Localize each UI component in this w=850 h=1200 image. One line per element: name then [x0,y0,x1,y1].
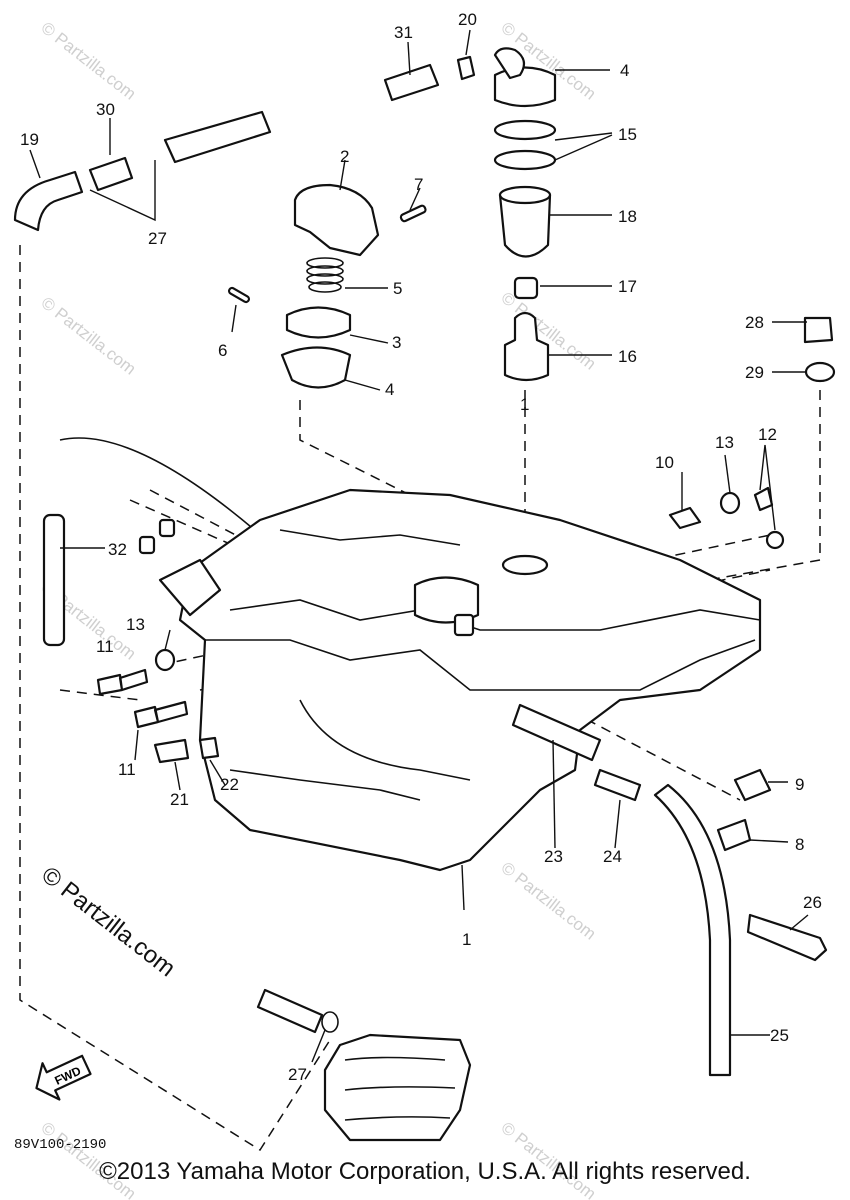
diagram-code: 89V100-2190 [14,1137,106,1153]
clip [456,55,476,81]
watermark-main: © Partzilla.com [36,861,180,982]
hose-piece [153,738,190,764]
callout-32: 32 [108,540,127,559]
callout-27: 27 [148,229,167,248]
callout-8: 8 [795,835,804,854]
callout-19: 19 [20,130,39,149]
callout-24: 24 [603,847,622,866]
gauge-elbow [493,47,526,80]
fuel-cock [716,818,752,852]
callout-17: 17 [618,277,637,296]
callout-20: 20 [458,10,477,29]
watermark: © Partzilla.com [38,293,140,379]
callout-11: 11 [118,760,136,779]
callout-18: 18 [618,207,637,226]
band [746,913,828,962]
gasket [493,149,557,171]
callout-30: 30 [96,100,115,119]
callout-1: 1 [462,930,471,949]
hose-short [383,63,440,102]
hose-long [653,783,732,1077]
watermark: © Partzilla.com [498,858,600,944]
callout-1: 1 [520,395,529,414]
grommet [138,535,156,555]
callout-12: 12 [758,425,777,444]
hose-middle [511,703,602,762]
callout-4: 4 [620,61,629,80]
callout-11: 11 [96,637,114,656]
callout-27: 27 [288,1065,307,1084]
filter-tube [42,513,66,647]
cap-spring [306,257,344,293]
cap-seal-ring [285,306,352,339]
washer [804,361,836,383]
cap-nut [803,316,834,344]
callout-26: 26 [803,893,822,912]
callout-28: 28 [745,313,764,332]
fuel-cap [293,183,380,257]
callout-25: 25 [770,1026,789,1045]
leader-lines [29,29,809,1063]
grommet [158,518,176,538]
bolt [133,700,189,729]
damper [765,530,785,550]
hose-elbow [13,170,84,232]
callout-7: 7 [414,175,423,194]
callout-13: 13 [126,615,145,634]
joint-lower [593,768,642,802]
filler-neck [280,346,352,389]
clip-ring [321,1011,339,1033]
callout-4: 4 [385,380,394,399]
callout-10: 10 [655,453,674,472]
callout-labels: 1 1 2 3 4 4 5 6 7 8 9 10 11 11 12 13 13 … [20,10,822,1084]
pin [227,286,251,304]
gauge-sleeve [498,193,552,258]
gauge-cap [493,66,557,108]
gasket [493,119,557,141]
callout-2: 2 [340,147,349,166]
callout-9: 9 [795,775,804,794]
hose-upper [163,110,272,164]
clamp [198,736,220,760]
collar [154,648,176,672]
callout-3: 3 [392,333,401,352]
bracket [668,506,702,530]
damper [753,486,774,512]
fuel-cock [733,768,772,802]
sleeve-top [498,185,552,205]
washer [719,491,741,515]
gauge-nut [513,276,539,300]
fuel-tank [158,488,762,872]
callout-21: 21 [170,790,189,809]
callout-13: 13 [715,433,734,452]
callout-16: 16 [618,347,637,366]
watermark: © Partzilla.com [38,18,140,104]
float-unit [503,311,550,382]
callout-15: 15 [618,125,637,144]
fwd-arrow: FWD [35,1054,92,1101]
callout-22: 22 [220,775,239,794]
callout-6: 6 [218,341,227,360]
pin [399,204,427,223]
callout-5: 5 [393,279,402,298]
copyright-notice: ©2013 Yamaha Motor Corporation, U.S.A. A… [99,1158,751,1185]
callout-23: 23 [544,847,563,866]
joint [88,156,134,192]
hose-bottom [256,988,324,1034]
callout-31: 31 [394,23,413,42]
callout-29: 29 [745,363,764,382]
fuel-pump [323,1033,472,1142]
bolt [96,668,149,696]
